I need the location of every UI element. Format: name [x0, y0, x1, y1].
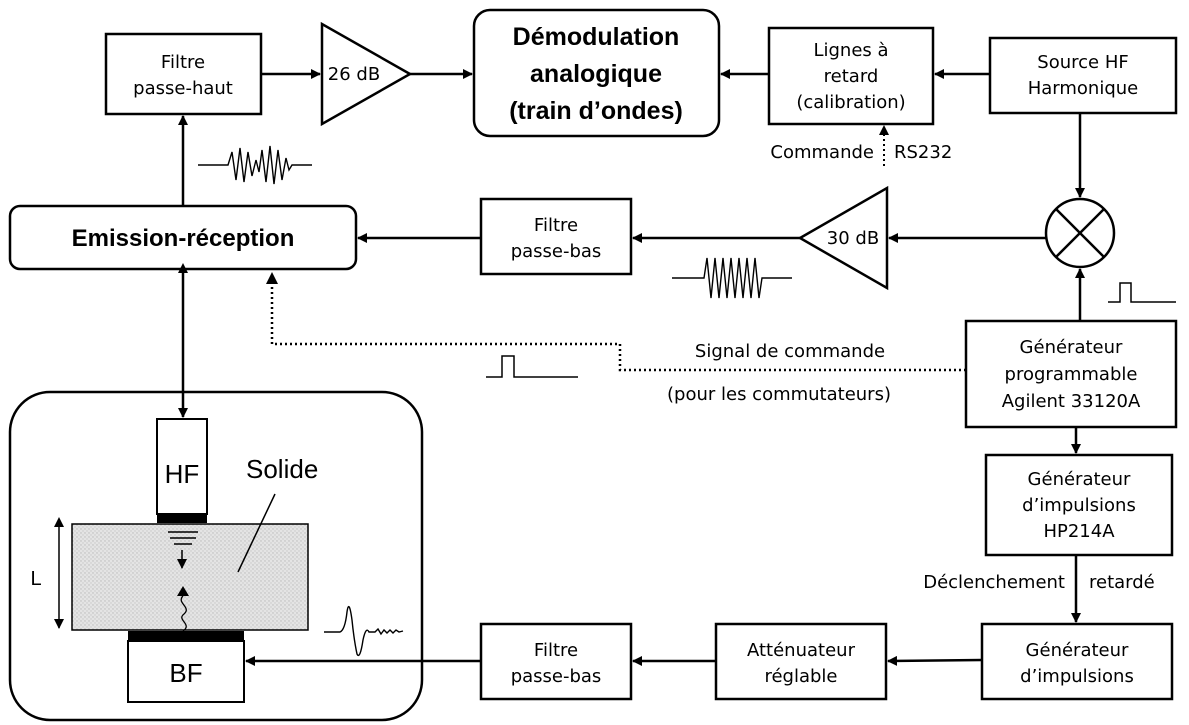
wavefront-icon [168, 531, 198, 545]
hf-probe-label: HF [165, 459, 200, 489]
amplifier-26db-label: 26 dB [328, 64, 380, 85]
lowpass-bottom-label-1: Filtre [534, 640, 578, 661]
pulse-generator-label-2: d’impulsions [1020, 666, 1134, 687]
bf-probe-label: BF [169, 658, 202, 688]
lowpass-filter-top-block: Filtre passe-bas [479, 197, 633, 276]
control-signal-path [270, 283, 966, 372]
impulse-response-waveform-icon [324, 605, 404, 657]
rs232-label: RS232 [894, 142, 952, 163]
attenuator-block: Atténuateur réglable [714, 622, 888, 701]
pulse-waveform-icon-control [486, 355, 578, 378]
bf-probe: BF [127, 631, 245, 703]
lowpass-top-label-2: passe-bas [511, 241, 602, 262]
connections [178, 69, 1085, 666]
burst-waveform-icon-middle [672, 257, 792, 299]
commande-label: Commande [770, 142, 874, 163]
programmable-generator-block: Générateur programmable Agilent 33120A [964, 319, 1178, 429]
declenchement-label: Déclenchement [923, 572, 1065, 593]
lowpass-bottom-label-2: passe-bas [511, 666, 602, 687]
upward-squiggle-arrowhead [177, 586, 189, 596]
pulse-generator-hp-label-1: Générateur [1028, 469, 1131, 490]
emission-reception-block: Emission-réception [8, 204, 358, 271]
retarde-label: retardé [1089, 572, 1155, 593]
length-label: L [30, 568, 41, 590]
sample-enclosure: HF BF Solide L [8, 390, 424, 722]
demodulation-label-3: (train d’ondes) [509, 97, 683, 125]
pulse-generator-hp-label-3: HP214A [1043, 521, 1115, 542]
hf-source-block: Source HF Harmonique [988, 36, 1178, 115]
programmable-generator-label-3: Agilent 33120A [1002, 391, 1141, 412]
amplifier-26db: 26 dB [320, 21, 413, 127]
pulse-generator-label-1: Générateur [1026, 640, 1129, 661]
solid-label: Solide [246, 454, 318, 484]
solid-pointer-line [237, 493, 276, 573]
lowpass-filter-bottom-block: Filtre passe-bas [479, 622, 633, 701]
attenuator-label-1: Atténuateur [747, 640, 856, 661]
attenuator-label-2: réglable [764, 666, 837, 687]
highpass-label-2: passe-haut [133, 78, 233, 99]
pulse-generator-block: Générateur d’impulsions [980, 622, 1174, 701]
signal-commande-label: Signal de commande [695, 341, 885, 362]
programmable-generator-label-1: Générateur [1020, 337, 1123, 358]
programmable-generator-label-2: programmable [1005, 364, 1138, 385]
burst-waveform-icon-top [198, 145, 312, 185]
amplifier-30db-label: 30 dB [827, 228, 879, 249]
hf-source-label-1: Source HF [1037, 52, 1128, 73]
emission-reception-label: Emission-réception [72, 225, 295, 252]
delay-lines-label-2: retard [824, 66, 879, 87]
control-signal-arrowhead [266, 272, 278, 284]
highpass-label-1: Filtre [161, 52, 205, 73]
demodulation-label-2: analogique [530, 60, 662, 88]
delay-lines-block: Lignes à retard (calibration) [767, 26, 935, 126]
hf-probe: HF [156, 418, 208, 523]
upward-squiggle-icon [180, 595, 187, 632]
pulse-generator-hp-label-2: d’impulsions [1022, 495, 1136, 516]
delay-lines-label-1: Lignes à [813, 40, 888, 61]
hf-source-label-2: Harmonique [1028, 78, 1139, 99]
pulse-generator-hp214a-block: Générateur d’impulsions HP214A [984, 453, 1174, 557]
solid-sample [71, 523, 309, 631]
mixer-icon [1044, 197, 1116, 269]
demodulation-block: Démodulation analogique (train d’ondes) [472, 8, 721, 138]
highpass-filter-block: Filtre passe-haut [104, 32, 263, 116]
demodulation-label-1: Démodulation [513, 23, 680, 51]
lowpass-top-label-1: Filtre [534, 215, 578, 236]
pour-commutateurs-label: (pour les commutateurs) [667, 384, 891, 405]
amplifier-30db: 30 dB [797, 185, 889, 291]
pulse-waveform-icon-right [1108, 282, 1176, 303]
delay-lines-label-3: (calibration) [796, 92, 905, 113]
arrow-pulsegen-to-attenuator [887, 655, 983, 666]
